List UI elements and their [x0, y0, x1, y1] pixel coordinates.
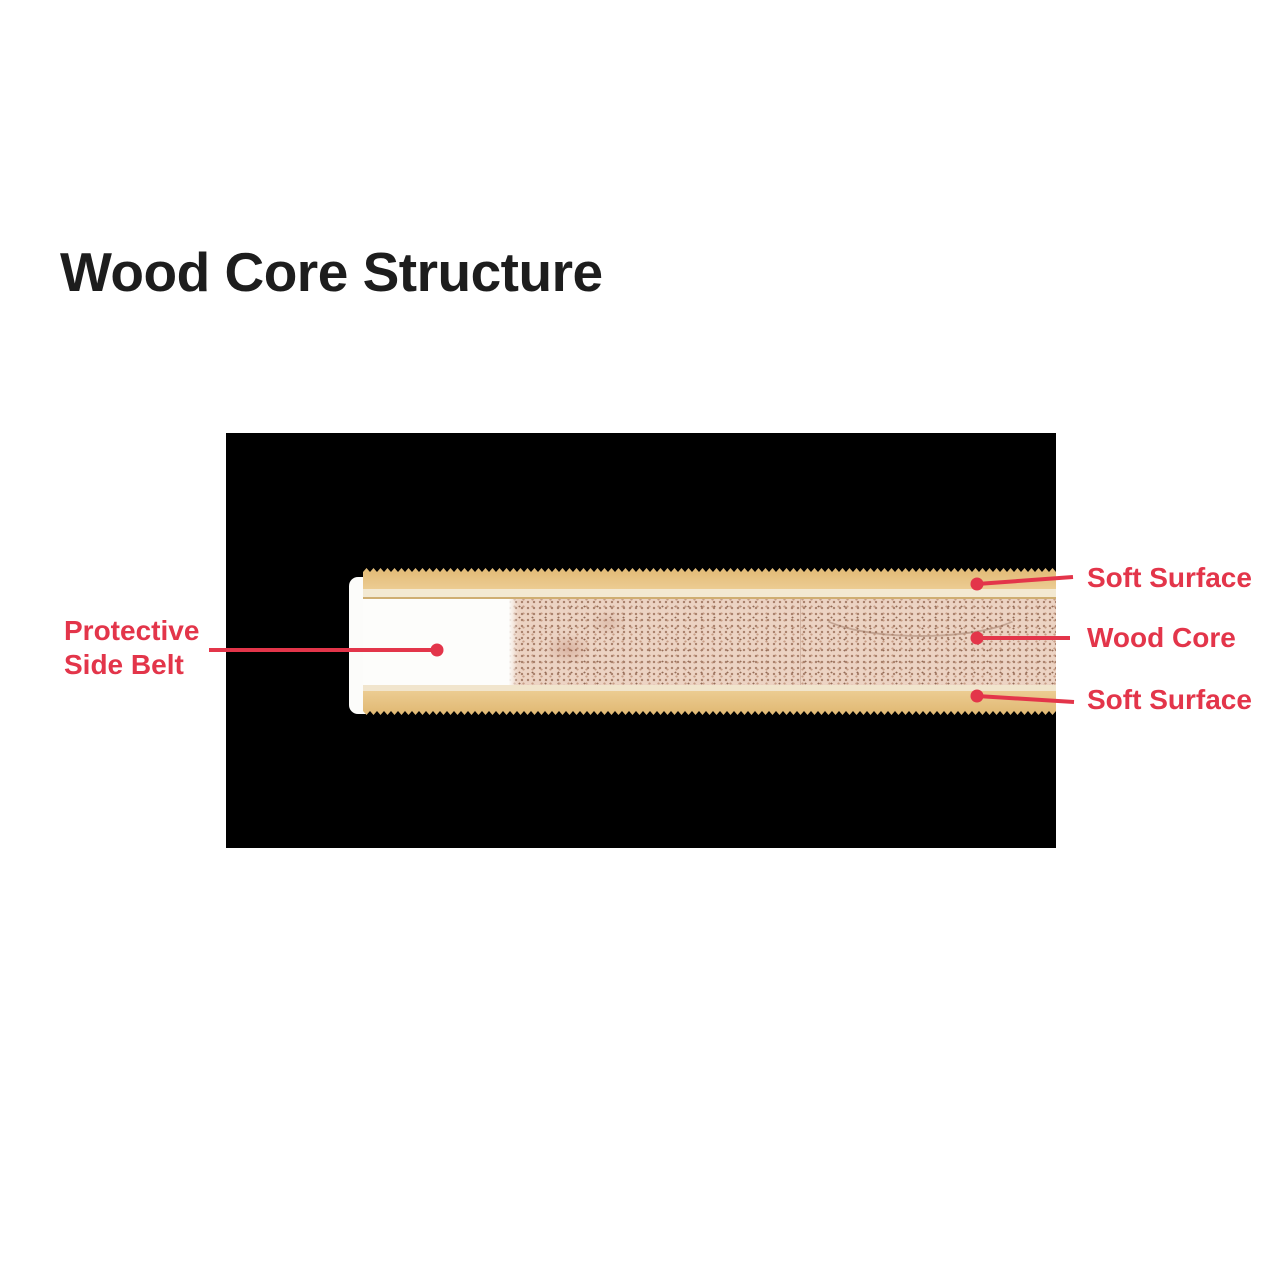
bottom-serrated-edge	[363, 711, 1056, 715]
label-protective-side-belt-line1: Protective	[64, 615, 200, 646]
protective-side-belt-block	[363, 599, 518, 685]
side-belt-end-cap	[349, 577, 367, 714]
wood-core-layer	[363, 599, 1056, 685]
board-layers	[363, 568, 1056, 715]
top-serrated-edge	[363, 568, 1056, 572]
surface-divider-top	[363, 589, 1056, 599]
label-protective-side-belt: Protective Side Belt	[64, 614, 199, 682]
diagram-panel	[226, 433, 1056, 848]
label-wood-core: Wood Core	[1087, 622, 1236, 653]
label-protective-side-belt-line2: Side Belt	[64, 649, 184, 680]
wood-grain-arc	[813, 599, 1028, 637]
page-title: Wood Core Structure	[60, 241, 603, 303]
surface-divider-bottom	[363, 685, 1056, 691]
board-cross-section	[349, 568, 1056, 715]
label-soft-surface-bottom: Soft Surface	[1087, 684, 1252, 715]
soft-surface-top-layer	[363, 572, 1056, 589]
wood-joint-line	[800, 599, 801, 685]
soft-surface-bottom-layer	[363, 691, 1056, 711]
label-soft-surface-top: Soft Surface	[1087, 562, 1252, 593]
